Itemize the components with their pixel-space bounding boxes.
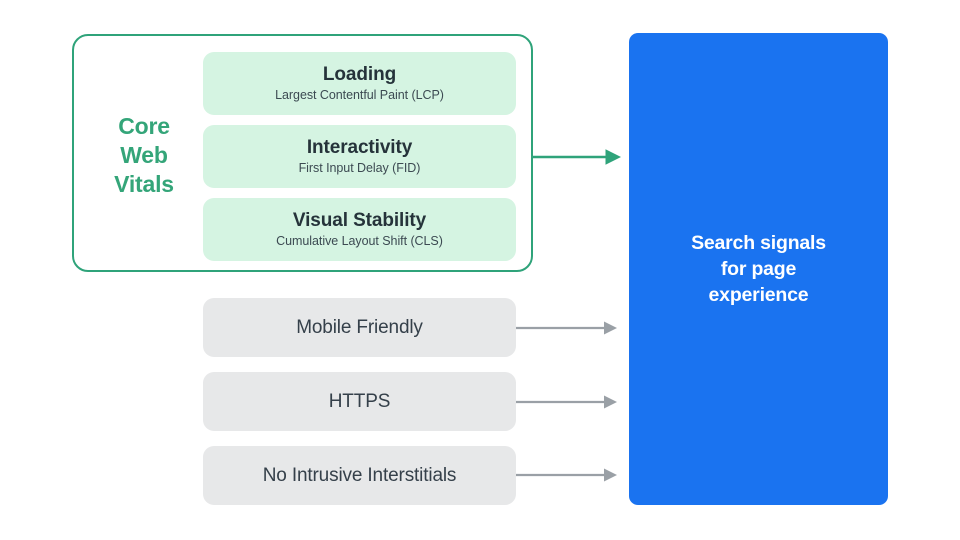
signal-https[interactable]: HTTPS — [203, 372, 516, 431]
result-panel-text: Search signals for page experience — [691, 232, 826, 306]
signal-no-intrusive-interstitials[interactable]: No Intrusive Interstitials — [203, 446, 516, 505]
metric-card-visual-stability[interactable]: Visual Stability Cumulative Layout Shift… — [203, 198, 516, 261]
signal-label-no-intrusive-interstitials: No Intrusive Interstitials — [262, 465, 457, 486]
signal-mobile-friendly[interactable]: Mobile Friendly — [203, 298, 516, 357]
cwv-line-3: Vitals — [114, 171, 174, 197]
metric-subtitle-visual-stability: Cumulative Layout Shift (CLS) — [276, 234, 443, 248]
metric-card-loading[interactable]: Loading Largest Contentful Paint (LCP) — [203, 52, 516, 115]
result-panel[interactable]: Search signals for page experience — [629, 33, 888, 505]
metric-subtitle-loading: Largest Contentful Paint (LCP) — [275, 88, 444, 102]
metric-title-visual-stability: Visual Stability — [292, 210, 427, 231]
metric-subtitle-interactivity: First Input Delay (FID) — [298, 161, 421, 175]
signal-label-https: HTTPS — [328, 391, 391, 412]
metric-title-loading: Loading — [322, 64, 397, 85]
metric-card-interactivity[interactable]: Interactivity First Input Delay (FID) — [203, 125, 516, 188]
signal-label-mobile-friendly: Mobile Friendly — [296, 317, 423, 338]
cwv-line-2: Web — [120, 142, 168, 168]
cwv-line-1: Core — [118, 113, 170, 139]
core-web-vitals-group — [72, 34, 533, 272]
metric-title-interactivity: Interactivity — [306, 137, 413, 158]
